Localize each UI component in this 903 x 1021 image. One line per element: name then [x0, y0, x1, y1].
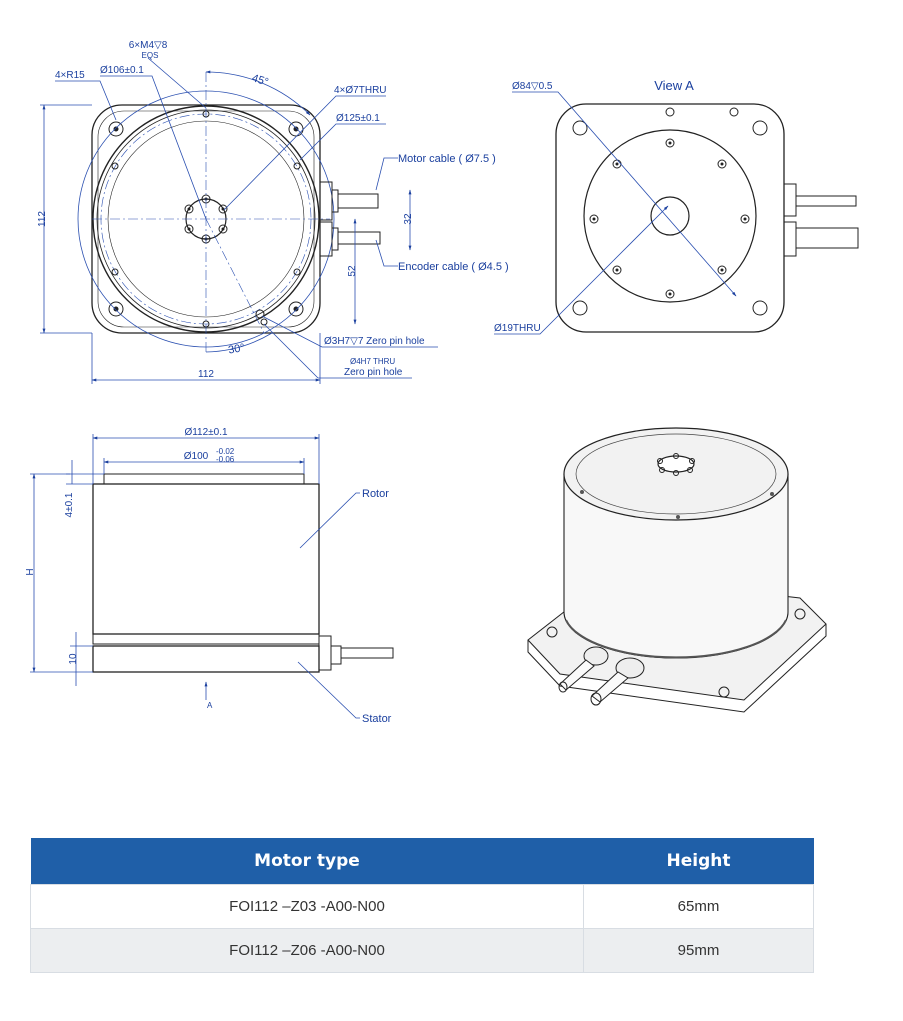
label-112-horizontal: 112: [198, 369, 214, 380]
table-row: FOI112 –Z06 -A00-N00 95mm: [30, 928, 815, 973]
label-d100: Ø100: [184, 451, 209, 462]
label-d84: Ø84▽0.5: [512, 81, 553, 92]
table-row: FOI112 –Z03 -A00-N00 65mm: [30, 884, 815, 929]
label-45-deg: 45°: [250, 72, 270, 89]
label-52: 52: [347, 265, 358, 277]
center-m4-holes: [184, 194, 228, 244]
view-a-stator-face: [583, 129, 757, 303]
view-a: View A Ø84▽0.5 Ø19THRU: [494, 78, 859, 335]
label-d100-tol-lower: -0.06: [216, 455, 235, 464]
cell-height: 65mm: [582, 884, 815, 929]
label-zero-pin-2a: Ø4H7 THRU: [350, 357, 395, 366]
label-zero-pin-2b: Zero pin hole: [344, 367, 403, 378]
cell-height: 95mm: [582, 928, 815, 973]
view-a-title: View A: [654, 78, 694, 93]
label-view-a-arrow: A: [207, 701, 213, 710]
label-motor-cable: Motor cable ( Ø7.5 ): [398, 153, 496, 165]
cell-motor-type: FOI112 –Z03 -A00-N00: [30, 884, 584, 929]
label-d125: Ø125±0.1: [336, 113, 380, 124]
isometric-cable-glands: [558, 646, 645, 706]
label-112-vertical: 112: [37, 211, 48, 227]
technical-drawing: 6×M4▽8 EQS 4×R15 Ø106±0.1 45° 4×Ø7THRU Ø…: [25, 40, 859, 725]
label-32: 32: [403, 213, 414, 225]
header-motor-type: Motor type: [30, 838, 584, 885]
cell-motor-type: FOI112 –Z06 -A00-N00: [30, 928, 584, 973]
label-6xm4: 6×M4▽8: [129, 40, 168, 51]
label-4-tol: 4±0.1: [64, 492, 75, 517]
top-view-connectors: [319, 181, 381, 257]
label-encoder-cable: Encoder cable ( Ø4.5 ): [398, 261, 509, 273]
label-4xd7: 4×Ø7THRU: [334, 85, 387, 96]
label-d100-tol-upper: -0.02: [216, 447, 235, 456]
label-30-deg: 30°: [227, 342, 245, 357]
label-rotor: Rotor: [362, 488, 389, 500]
side-view: Ø112±0.1 Ø100 -0.02 -0.06 4±0.1 H 10 Rot…: [25, 427, 394, 725]
label-d106: Ø106±0.1: [100, 65, 144, 76]
label-zero-pin-1: Ø3H7▽7 Zero pin hole: [324, 336, 425, 347]
isometric-view: [527, 427, 827, 713]
corner-holes: [108, 121, 304, 317]
isometric-top-face: [563, 427, 789, 521]
header-height: Height: [583, 838, 814, 885]
label-4xr15: 4×R15: [55, 70, 85, 81]
label-stator: Stator: [362, 713, 392, 725]
view-a-bolt-holes: [589, 138, 750, 299]
motor-height-table: Motor type Height FOI112 –Z03 -A00-N00 6…: [30, 838, 815, 973]
label-eqs: EQS: [142, 51, 159, 60]
view-a-flange: [555, 103, 785, 333]
rotor-body: [92, 483, 320, 635]
label-d112-side: Ø112±0.1: [184, 427, 228, 438]
stator-body: [92, 645, 320, 673]
label-d19: Ø19THRU: [494, 323, 541, 334]
label-h: H: [25, 568, 36, 575]
table-header-row: Motor type Height: [30, 838, 814, 885]
label-10: 10: [68, 653, 79, 665]
top-view: 6×M4▽8 EQS 4×R15 Ø106±0.1 45° 4×Ø7THRU Ø…: [37, 40, 509, 384]
